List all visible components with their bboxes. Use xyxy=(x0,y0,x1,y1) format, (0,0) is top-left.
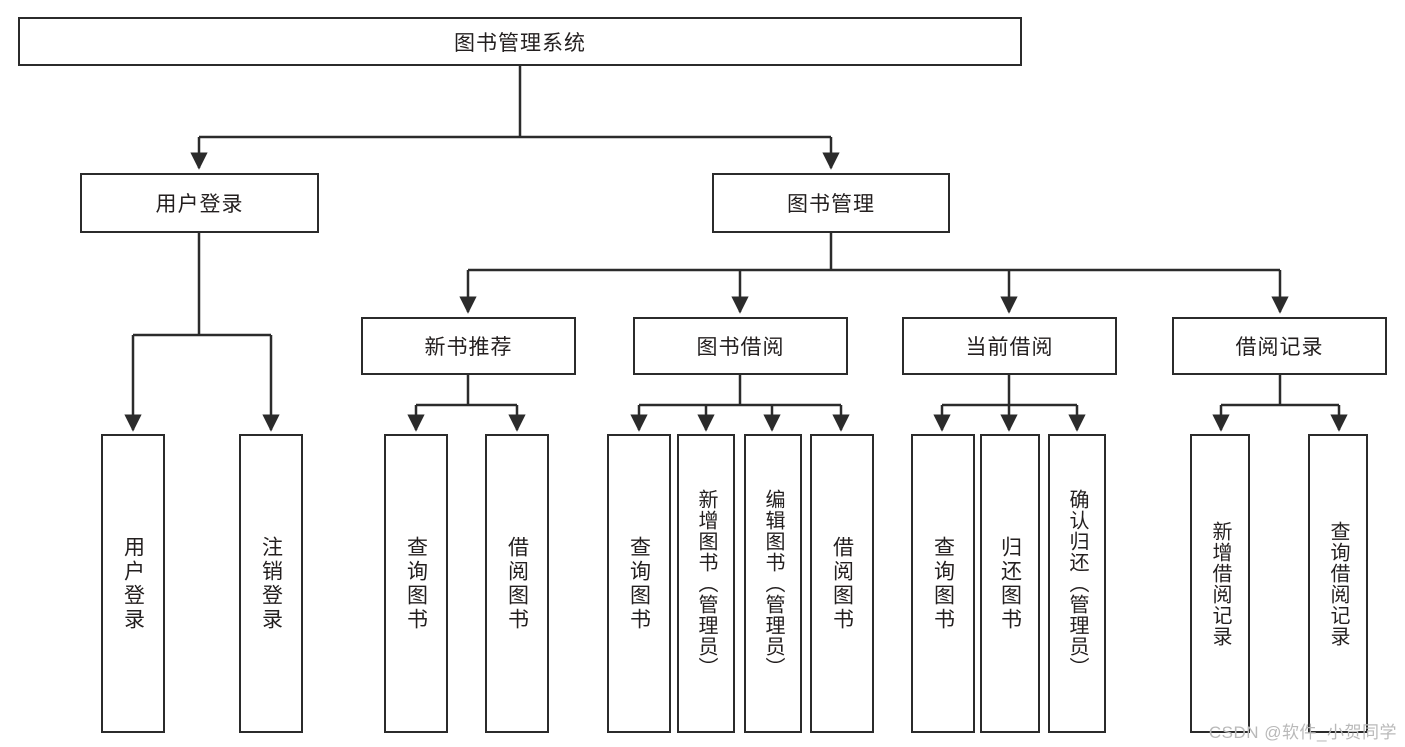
leaf-borrow-query-book[interactable]: 查询图书 xyxy=(607,434,671,733)
leaf-new-book-query-book[interactable]: 查询图书 xyxy=(384,434,448,733)
csdn-watermark: CSDN @软件_小贺同学 xyxy=(1208,723,1397,742)
leaf-record-query-record[interactable]: 查询借阅记录 xyxy=(1308,434,1368,733)
node-current-borrow[interactable]: 当前借阅 xyxy=(902,317,1117,375)
leaf-borrow-edit-book-admin[interactable]: 编辑图书（管理员） xyxy=(744,434,802,733)
leaf-new-book-borrow-book[interactable]: 借阅图书 xyxy=(485,434,549,733)
leaf-record-add-record[interactable]: 新增借阅记录 xyxy=(1190,434,1250,733)
leaf-borrow-borrow-book[interactable]: 借阅图书 xyxy=(810,434,874,733)
leaf-current-query-book[interactable]: 查询图书 xyxy=(911,434,975,733)
leaf-borrow-add-book-admin[interactable]: 新增图书（管理员） xyxy=(677,434,735,733)
node-new-book-recommend[interactable]: 新书推荐 xyxy=(361,317,576,375)
leaf-user-login-login[interactable]: 用户登录 xyxy=(101,434,165,733)
node-user-login[interactable]: 用户登录 xyxy=(80,173,319,233)
leaf-current-return-book[interactable]: 归还图书 xyxy=(980,434,1040,733)
node-book-management[interactable]: 图书管理 xyxy=(712,173,950,233)
node-root-system[interactable]: 图书管理系统 xyxy=(18,17,1022,66)
node-book-borrow[interactable]: 图书借阅 xyxy=(633,317,848,375)
leaf-current-confirm-return-admin[interactable]: 确认归还（管理员） xyxy=(1048,434,1106,733)
leaf-user-login-logout[interactable]: 注销登录 xyxy=(239,434,303,733)
node-borrow-record[interactable]: 借阅记录 xyxy=(1172,317,1387,375)
